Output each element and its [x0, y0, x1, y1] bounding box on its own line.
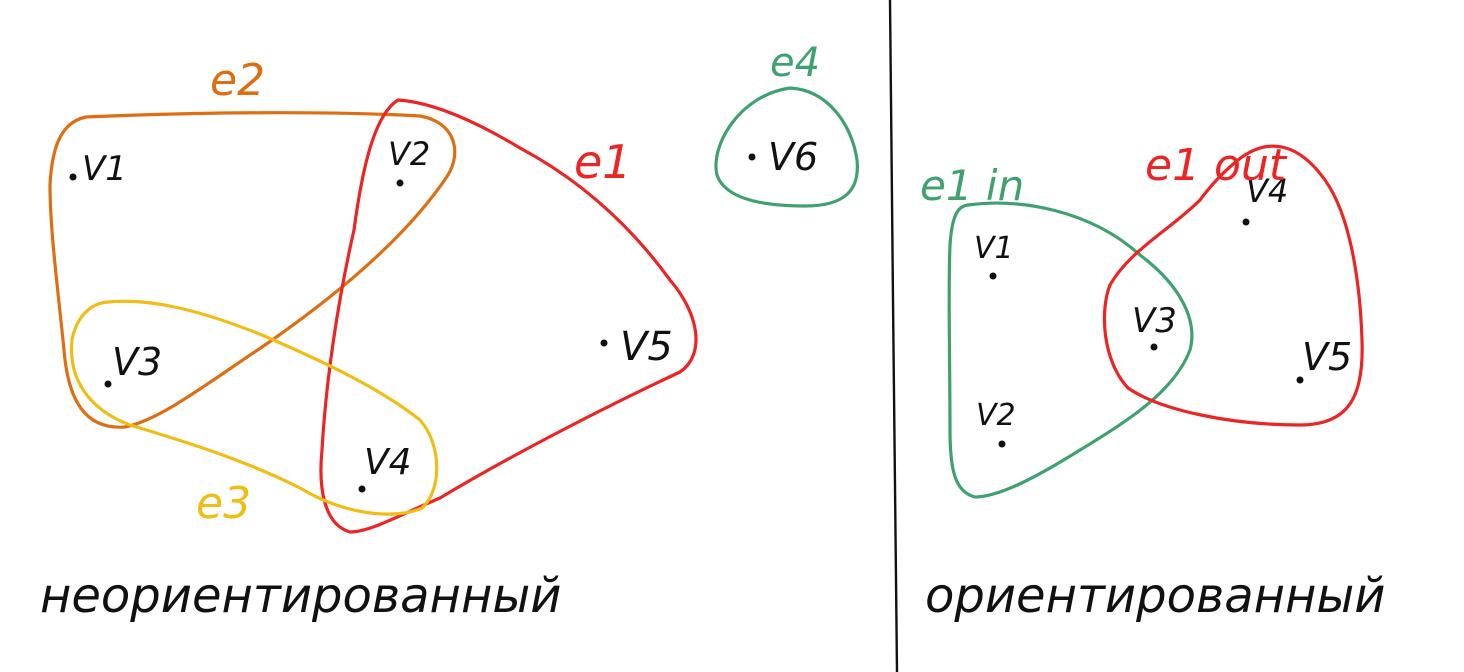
edge-out-label: e1 out	[1145, 140, 1288, 191]
edge-e4-outline	[714, 86, 859, 208]
edge-out-outline	[1102, 144, 1364, 427]
vertex-r-v3-dot	[1150, 343, 1158, 351]
edge-in-outline	[947, 201, 1194, 499]
vertex-r-v3-label: V3	[1132, 301, 1177, 341]
vertex-r-v2-dot	[998, 440, 1006, 448]
vertex-v5-dot	[600, 339, 608, 347]
edge-e1-label: e1	[574, 135, 632, 189]
edge-in-label: e1 in	[920, 161, 1024, 210]
vertex-v1-dot	[69, 173, 77, 181]
vertex-r-v1-dot	[989, 272, 997, 280]
edge-e3-outline	[69, 299, 439, 516]
vertex-r-v4-dot	[1242, 218, 1250, 226]
vertex-r-v5-dot	[1296, 376, 1304, 384]
edge-e3-label: e3	[196, 478, 251, 529]
edge-e4-label: e4	[770, 40, 820, 86]
vertex-r-v4-label: V4	[1246, 172, 1288, 210]
vertex-r-v1-label: V1	[974, 231, 1014, 266]
edge-e2-label: e2	[210, 55, 265, 106]
vertex-v6-label: V6	[768, 135, 818, 179]
right-caption: ориентированный	[925, 568, 1386, 624]
vertex-r-v2-label: V2	[976, 398, 1016, 433]
vertex-v2-label: V2	[388, 135, 430, 173]
vertex-v2-dot	[396, 179, 404, 187]
vertex-v4-dot	[358, 485, 366, 493]
vertex-v5-label: V5	[620, 324, 673, 370]
vertex-v4-label: V4	[364, 442, 412, 483]
vertex-v6-dot	[748, 153, 756, 161]
edge-e1-outline	[319, 98, 698, 534]
vertex-v3-label: V3	[112, 340, 162, 384]
vertex-v1-label: V1	[82, 149, 127, 189]
left-caption: неориентированный	[40, 568, 561, 624]
vertex-v3-dot	[104, 380, 112, 388]
panel-divider	[888, 0, 899, 672]
edge-e2-outline	[48, 111, 457, 429]
vertex-r-v5-label: V5	[1302, 335, 1352, 379]
